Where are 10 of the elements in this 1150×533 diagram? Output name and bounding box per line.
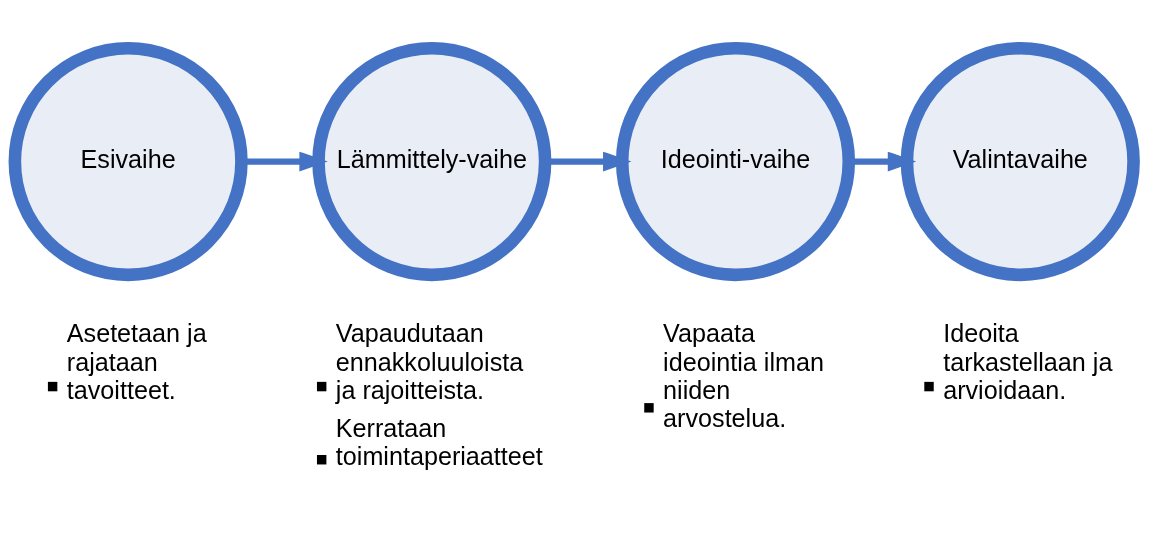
node-label: Asetetaan ja rajataan tavoitteet.	[66, 318, 207, 404]
arrow	[545, 151, 632, 172]
node-circle: Valintavaihe	[900, 41, 1140, 281]
node-circle: Lämmittely-vaihe	[312, 41, 552, 281]
node-label: Vapaata ideointia ilman niiden arvostelua.	[663, 318, 824, 432]
node-circle: Ideointi-vaihe	[615, 41, 856, 281]
node-label: Kerrataan toimintaperiaatteet	[335, 413, 543, 470]
node-circle: Esivaihe	[8, 41, 248, 281]
node-label: Ideoita tarkastellaan ja arvioidaan.	[943, 318, 1113, 404]
node-label: Vapaudutaan ennakkoluuloista ja rajoitteista.	[335, 318, 524, 404]
